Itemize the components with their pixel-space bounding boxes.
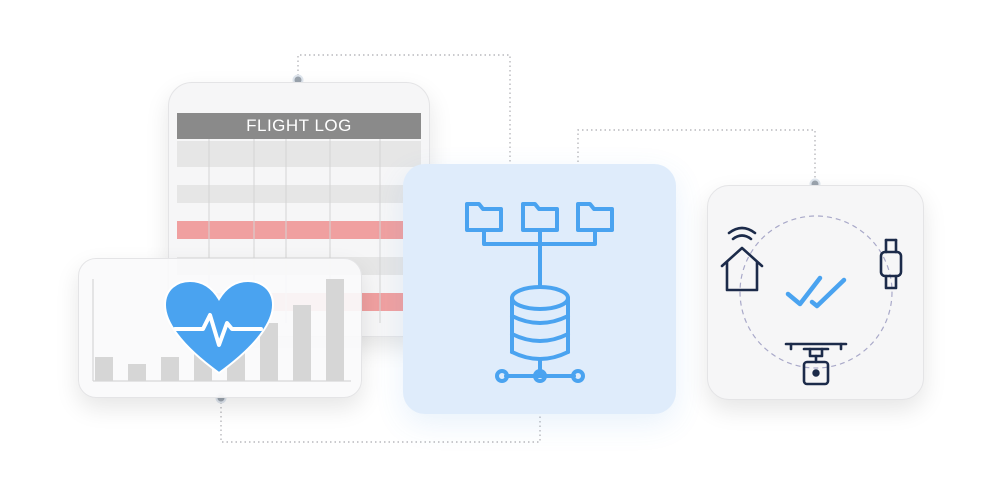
chart-bar	[326, 279, 344, 381]
health-chart-card	[78, 258, 362, 398]
iot-devices-illustration	[720, 215, 903, 386]
chart-bar	[128, 364, 146, 381]
heart-pulse-icon	[163, 279, 275, 375]
log-row	[177, 141, 421, 167]
chart-bar	[95, 357, 113, 381]
database-card	[403, 164, 676, 414]
folder-icon	[465, 202, 503, 232]
folder-icon	[576, 202, 614, 232]
drone-icon	[784, 342, 848, 386]
flight-log-title: FLIGHT LOG	[177, 113, 421, 139]
chart-bar	[293, 305, 311, 381]
connector-log-to-db	[297, 54, 511, 164]
device-orbit	[739, 215, 893, 369]
smartwatch-icon	[879, 238, 903, 290]
double-check-icon	[785, 275, 847, 309]
log-row	[177, 185, 421, 203]
database-tree-icon	[465, 202, 614, 383]
log-row-highlight	[177, 221, 421, 239]
connector-chart-to-db	[220, 398, 541, 443]
smart-home-icon	[720, 226, 764, 292]
iot-devices-card	[707, 185, 924, 400]
chart-bar	[161, 357, 179, 381]
folder-icon	[521, 202, 559, 232]
chart-bar	[260, 323, 278, 381]
